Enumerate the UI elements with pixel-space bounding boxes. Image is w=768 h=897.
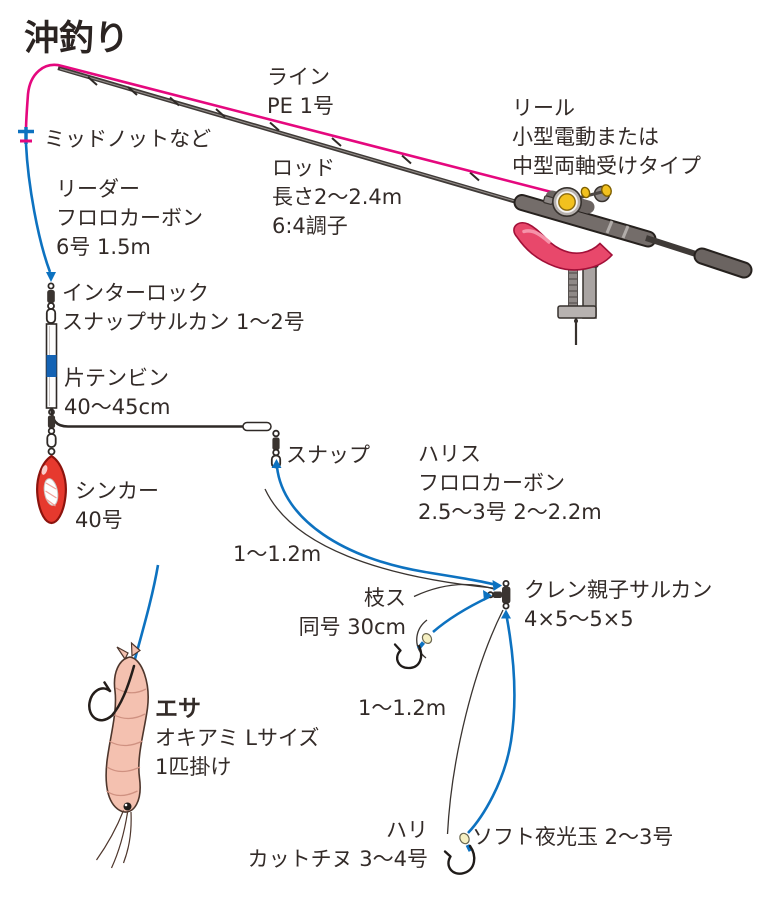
label-sinker: シンカー 40号 — [75, 477, 159, 535]
label-line-1: ライン — [267, 65, 330, 89]
tenbin-assembly — [36, 282, 282, 525]
label-esa: エサ オキアミ Lサイズ 1匹掛け — [155, 694, 319, 782]
sinker — [36, 454, 67, 525]
label-length-upper-1: 1～1.2m — [233, 542, 322, 566]
label-interlock-2: スナップサルカン 1～2号 — [62, 310, 305, 334]
rod-holder — [513, 222, 614, 271]
krill-antennae — [96, 810, 132, 869]
label-sinker-2: 40号 — [75, 508, 123, 532]
label-reel-1: リール — [512, 96, 575, 120]
branch-line — [432, 595, 490, 633]
arm-crimp-tube — [242, 421, 272, 432]
label-sinker-1: シンカー — [75, 479, 159, 503]
label-leader: リーダー フロロカーボン 6号 1.5m — [56, 175, 203, 262]
krill-body — [105, 656, 149, 813]
label-esa-2: オキアミ Lサイズ — [155, 726, 320, 750]
diagram-title: 沖釣り — [24, 19, 130, 59]
pe-line — [24, 63, 568, 198]
harisu-rig — [271, 459, 516, 875]
bait-hook — [88, 664, 136, 722]
label-leader-2: フロロカーボン — [56, 206, 203, 230]
label-esa-3: 1匹掛け — [155, 755, 232, 779]
label-rod-2: 長さ2～2.4m — [272, 185, 403, 209]
label-interlock-1: インターロック — [62, 281, 209, 305]
branch-bead — [421, 633, 433, 644]
fishing-rod — [57, 65, 753, 279]
label-reel-3: 中型両軸受けタイプ — [512, 154, 701, 178]
label-line: ライン PE 1号 — [267, 63, 334, 121]
label-length-lower-1: 1～1.2m — [358, 696, 447, 720]
label-midknot-1: ミッドノットなど — [44, 127, 212, 151]
label-tenbin-2: 40～45cm — [64, 395, 171, 419]
label-snap-1: スナップ — [286, 443, 370, 467]
tenbin-blue-band — [46, 355, 57, 377]
label-kuren-2: 4×5～5×5 — [524, 607, 634, 631]
label-length-upper: 1～1.2m — [233, 540, 321, 569]
branch-hook — [393, 643, 423, 670]
label-tenbin-1: 片テンビン — [64, 366, 169, 390]
leader-line — [24, 143, 56, 282]
label-edasu-1: 枝ス — [364, 586, 406, 610]
luminous-bead — [459, 832, 470, 845]
label-interlock: インターロック スナップサルカン 1～2号 — [62, 279, 305, 337]
rod-guides — [87, 76, 480, 182]
krill-eye — [123, 802, 132, 811]
label-rod-3: 6:4調子 — [272, 214, 348, 238]
label-length-lower: 1～1.2m — [358, 694, 446, 723]
label-harisu-3: 2.5～3号 2～2.2m — [418, 500, 602, 524]
label-edasu: 枝ス 同号 30cm — [246, 584, 406, 642]
label-reel: リール 小型電動または 中型両軸受けタイプ — [512, 94, 701, 181]
label-leader-1: リーダー — [56, 177, 140, 201]
label-kuren-1: クレン親子サルカン — [524, 578, 713, 602]
measure-lines — [264, 488, 504, 835]
label-harisu-1: ハリス — [418, 442, 481, 466]
label-midknot: ミッドノットなど — [44, 125, 211, 154]
tenbin-arm — [50, 407, 243, 428]
interlock-snap-swivel — [45, 282, 57, 324]
label-tenbin: 片テンビン 40～45cm — [64, 364, 170, 422]
label-rod: ロッド 長さ2～2.4m 6:4調子 — [272, 154, 402, 241]
bait-line — [133, 564, 160, 660]
label-harisu-2: フロロカーボン — [418, 471, 565, 495]
reel — [542, 184, 612, 218]
label-esa-1: エサ — [155, 696, 201, 722]
label-line-2: PE 1号 — [267, 94, 334, 118]
label-rod-1: ロッド — [272, 156, 335, 180]
mid-knot — [18, 127, 34, 144]
label-hari-2: カットチヌ 3～4号 — [247, 847, 428, 871]
bait-krill — [88, 564, 160, 869]
main-dropper-line — [467, 612, 516, 834]
sinker-chain — [46, 408, 57, 456]
label-hari: ハリ カットチヌ 3～4号 — [236, 816, 428, 874]
label-snap: スナップ — [286, 441, 370, 470]
label-kuren: クレン親子サルカン 4×5～5×5 — [524, 576, 712, 634]
label-edasu-2: 同号 30cm — [298, 615, 406, 639]
label-reel-2: 小型電動または — [512, 125, 659, 149]
label-leader-3: 6号 1.5m — [56, 235, 151, 259]
arm-snap — [270, 429, 282, 469]
label-yakodama-1: ソフト夜光玉 2～3号 — [472, 825, 674, 849]
bottom-hook — [443, 844, 476, 875]
reel-spool — [558, 193, 576, 211]
label-yakodama: ソフト夜光玉 2～3号 — [472, 823, 673, 852]
label-hari-1: ハリ — [386, 818, 428, 842]
label-harisu: ハリス フロロカーボン 2.5～3号 2～2.2m — [418, 440, 602, 527]
